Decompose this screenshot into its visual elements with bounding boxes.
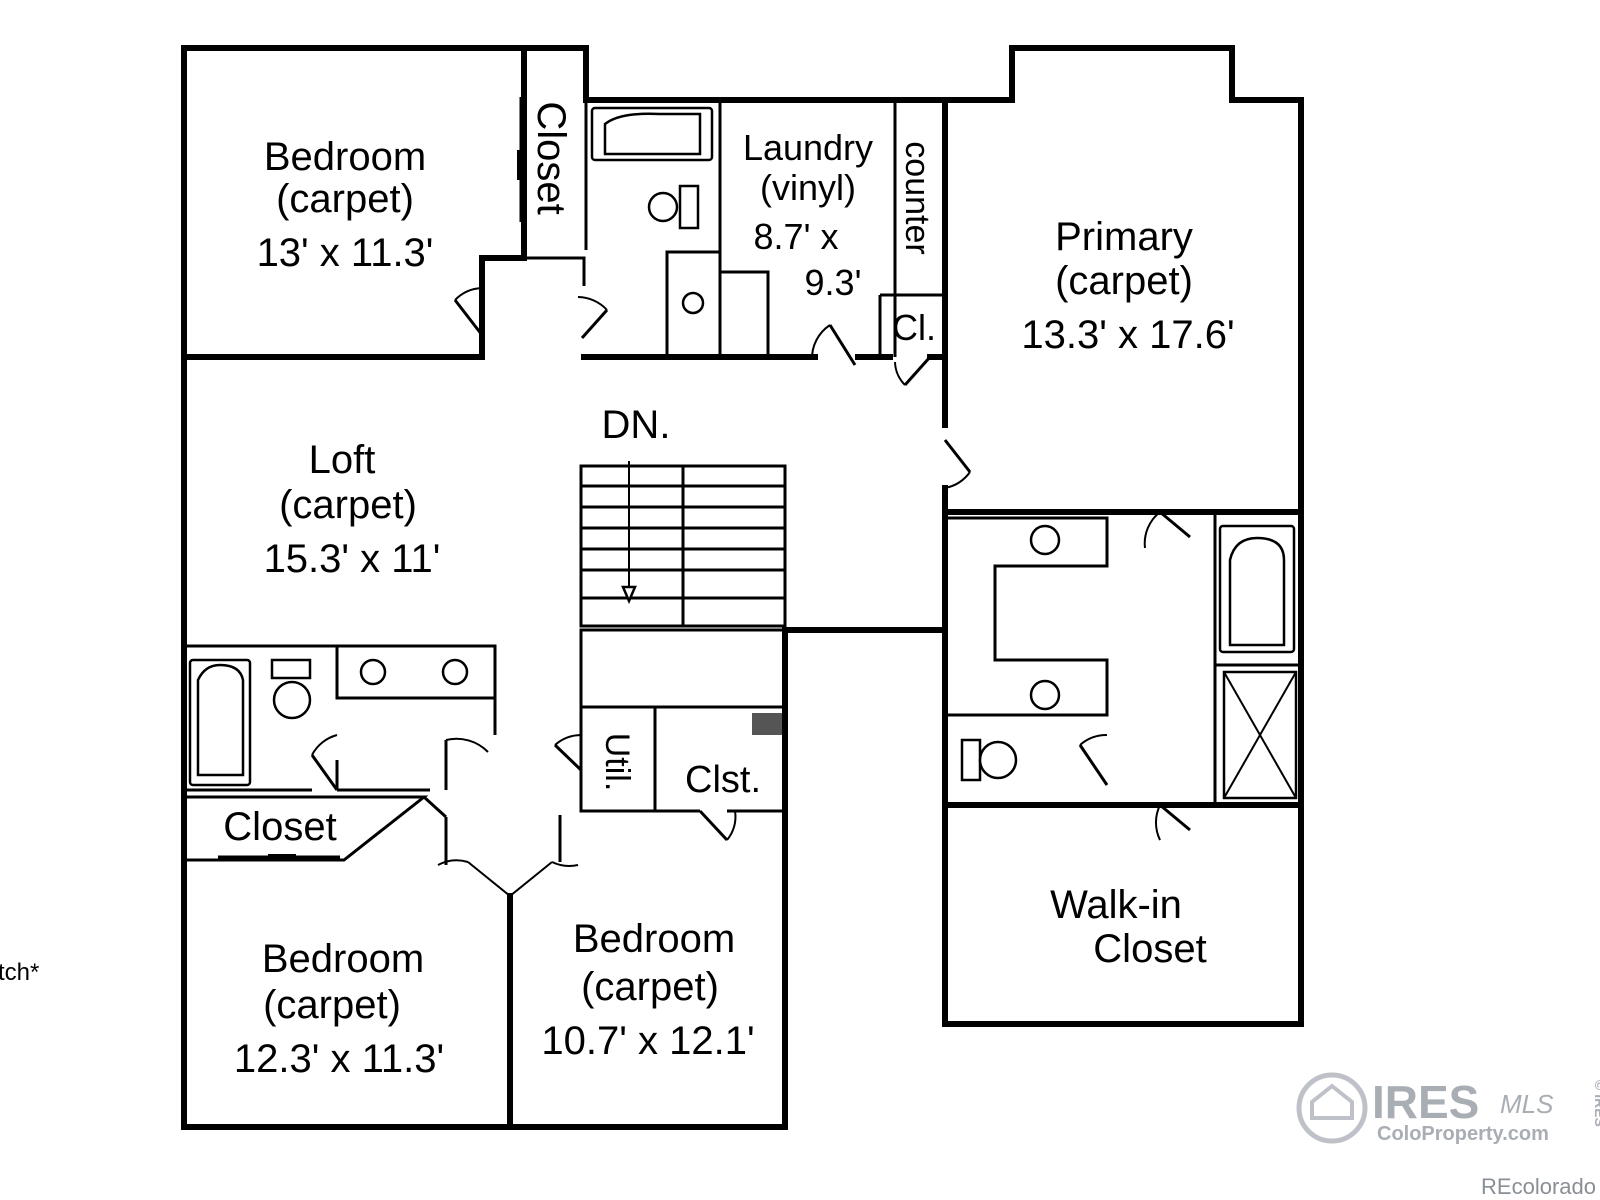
loft-dims: 15.3' x 11' [264,537,441,581]
walkin-name-2: Closet [1093,927,1206,971]
room-labels: Bedroom (carpet) 13' x 11.3' Closet Laun… [0,101,1235,1081]
bedroom-s-floor: (carpet) [581,965,719,1009]
edge-text: tch* [0,959,39,986]
credit-label: REcolorado [1481,1174,1596,1199]
loft-floor: (carpet) [279,483,417,527]
laundry-name: Laundry [743,127,873,168]
fixtures [188,106,1298,800]
bedroom-sw-floor: (carpet) [263,983,401,1027]
primary-dims: 13.3' x 17.6' [1021,313,1234,357]
walls [181,45,1304,1130]
bedroom-sw-name: Bedroom [262,937,424,981]
stairs-down-label: DN. [602,403,671,447]
cl-label: Cl. [892,307,936,348]
bedroom-nw-dims: 13' x 11.3' [257,231,434,275]
walkin-name-1: Walk-in [1050,883,1182,927]
loft-name: Loft [309,438,376,482]
ires-watermark: IRES MLS ColoProperty.com © IRES [1296,1072,1600,1145]
laundry-dims-2: 9.3' [805,262,862,303]
counter-label: counter [898,141,936,254]
laundry-dims-1: 8.7' x [754,216,839,257]
primary-floor: (carpet) [1055,259,1193,303]
watermark-brand: IRES [1372,1076,1479,1128]
closet-w-label: Closet [223,805,336,849]
clst-label: Clst. [685,759,761,801]
bedroom-s-name: Bedroom [573,917,735,961]
closet-nw-label: Closet [529,101,573,214]
watermark-mls: MLS [1500,1089,1554,1119]
util-label: Util. [598,733,636,792]
watermark-side: © IRES [1592,1080,1600,1127]
bedroom-nw-name: Bedroom [264,135,426,179]
house-logo-icon [1296,1072,1368,1144]
doors [218,97,1191,867]
bedroom-nw-floor: (carpet) [276,177,414,221]
watermark-sub: ColoProperty.com [1377,1123,1549,1145]
laundry-floor: (vinyl) [760,167,856,208]
staircase [579,461,787,709]
bedroom-s-dims: 10.7' x 12.1' [541,1019,754,1063]
bedroom-sw-dims: 12.3' x 11.3' [234,1037,444,1081]
primary-name: Primary [1055,215,1193,259]
